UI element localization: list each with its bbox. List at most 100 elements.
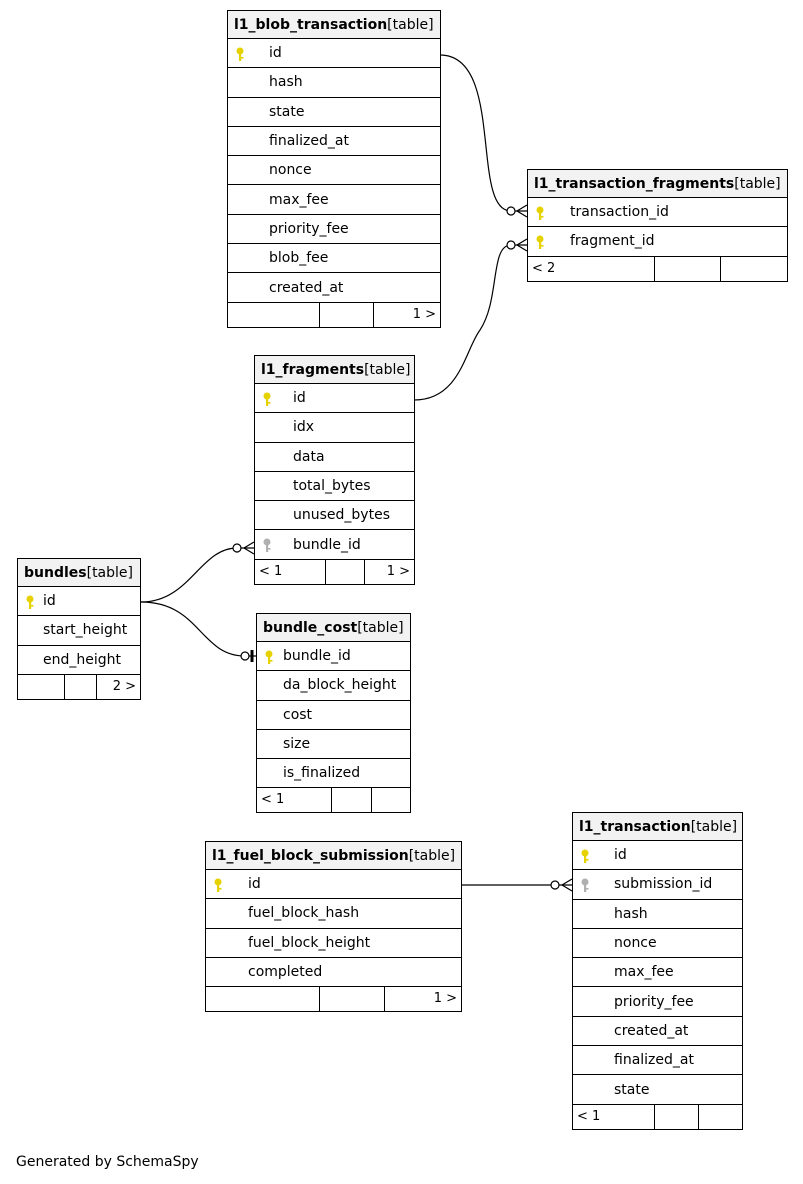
column-name: total_bytes xyxy=(293,478,371,495)
table-header: l1_fragments [table] xyxy=(255,356,414,384)
table-header: l1_blob_transaction [table] xyxy=(228,11,440,39)
column-row: state xyxy=(228,98,440,127)
table-name: bundle_cost xyxy=(263,619,358,636)
column-row: id xyxy=(573,841,742,871)
children-count: 1 > xyxy=(433,991,457,1007)
footer-spacer xyxy=(332,788,372,813)
primary-key-icon xyxy=(234,46,248,62)
column-name: fragment_id xyxy=(570,233,655,250)
column-name: id xyxy=(248,876,261,893)
column-name: id xyxy=(269,45,282,62)
column-name: size xyxy=(283,736,311,753)
column-row: submission_id xyxy=(573,870,742,900)
parents-count: < 1 xyxy=(255,559,326,584)
table-footer: 2 > xyxy=(18,674,140,699)
column-name: end_height xyxy=(43,651,121,668)
table-name: l1_transaction_fragments xyxy=(534,175,735,192)
table-header: l1_fuel_block_submission [table] xyxy=(206,842,461,870)
table-l1-blob-transaction[interactable]: l1_blob_transaction [table] id hash stat… xyxy=(227,10,441,328)
column-name: nonce xyxy=(614,935,657,952)
relation-blob-transaction-to-fragments xyxy=(439,54,527,212)
parents-count xyxy=(206,987,320,1012)
column-name: max_fee xyxy=(614,964,674,981)
column-name: finalized_at xyxy=(269,133,349,150)
table-l1-fuel-block-submission[interactable]: l1_fuel_block_submission [table] id fuel… xyxy=(205,841,462,1013)
table-l1-transaction-fragments[interactable]: l1_transaction_fragments [table] transac… xyxy=(527,169,788,282)
table-name: l1_fragments xyxy=(261,361,365,378)
foreign-key-icon xyxy=(579,877,593,893)
column-row: created_at xyxy=(228,273,440,303)
table-type-label: [table] xyxy=(86,564,133,581)
column-name: completed xyxy=(248,964,323,981)
table-footer: < 1 xyxy=(573,1104,742,1129)
table-name: bundles xyxy=(24,564,87,581)
table-type-label: [table] xyxy=(690,818,738,835)
column-row: bundle_id xyxy=(255,530,414,560)
column-row: da_block_height xyxy=(257,671,410,701)
footer-spacer xyxy=(65,674,97,699)
column-row: created_at xyxy=(573,1017,742,1047)
column-row: cost xyxy=(257,701,410,730)
generated-by-footer: Generated by SchemaSpy xyxy=(16,1154,199,1170)
column-name: fuel_block_hash xyxy=(248,905,360,922)
primary-key-icon xyxy=(534,234,548,250)
column-row: nonce xyxy=(228,156,440,186)
column-name: da_block_height xyxy=(283,677,397,694)
column-row: idx xyxy=(255,413,414,443)
footer-spacer xyxy=(320,302,374,327)
table-l1-transaction[interactable]: l1_transaction [table] id submission_id … xyxy=(572,812,743,1130)
parents-count: < 1 xyxy=(573,1104,655,1129)
column-row: nonce xyxy=(573,929,742,959)
column-name: nonce xyxy=(269,162,312,179)
footer-spacer xyxy=(320,987,385,1012)
column-name: id xyxy=(43,593,56,610)
column-name: data xyxy=(293,448,325,465)
column-row: start_height xyxy=(18,616,140,646)
column-row: completed xyxy=(206,958,461,988)
primary-key-icon xyxy=(24,594,38,610)
column-name: priority_fee xyxy=(614,993,694,1010)
column-name: finalized_at xyxy=(614,1052,694,1069)
table-header: bundle_cost [table] xyxy=(257,614,410,642)
parents-count: < 2 xyxy=(528,256,655,281)
column-row: blob_fee xyxy=(228,244,440,274)
table-type-label: [table] xyxy=(734,175,781,192)
column-row: state xyxy=(573,1075,742,1105)
table-header: l1_transaction [table] xyxy=(573,813,742,841)
primary-key-icon xyxy=(212,877,226,893)
relation-bundles-to-bundle-cost xyxy=(140,601,256,657)
table-header: l1_transaction_fragments [table] xyxy=(528,170,787,198)
column-row: priority_fee xyxy=(573,987,742,1017)
table-bundle-cost[interactable]: bundle_cost [table] bundle_id da_block_h… xyxy=(256,613,411,814)
column-name: state xyxy=(614,1081,650,1098)
column-row: fragment_id xyxy=(528,227,787,257)
parents-count xyxy=(228,302,320,327)
footer-spacer xyxy=(326,559,365,584)
table-footer: 1 > xyxy=(228,302,440,327)
column-row: transaction_id xyxy=(528,198,787,228)
table-bundles[interactable]: bundles [table] id start_height end_heig… xyxy=(17,558,141,700)
column-name: unused_bytes xyxy=(293,507,390,524)
table-l1-fragments[interactable]: l1_fragments [table] id idx data total_b… xyxy=(254,355,415,585)
table-footer: < 2 xyxy=(528,256,787,281)
table-footer: < 1 xyxy=(257,788,410,813)
column-row: total_bytes xyxy=(255,472,414,502)
relation-fragments-to-transaction-fragments xyxy=(413,244,527,401)
column-name: is_finalized xyxy=(283,765,361,782)
primary-key-icon xyxy=(263,649,277,665)
table-name: l1_transaction xyxy=(579,818,691,835)
column-name: state xyxy=(269,103,305,120)
column-name: idx xyxy=(293,419,315,436)
column-name: hash xyxy=(269,74,303,91)
children-count xyxy=(721,257,787,281)
column-row: max_fee xyxy=(228,185,440,215)
column-row: id xyxy=(18,587,140,617)
column-row: priority_fee xyxy=(228,215,440,245)
relation-bundles-to-fragments xyxy=(140,547,254,603)
column-row: finalized_at xyxy=(573,1046,742,1076)
column-name: id xyxy=(293,390,306,407)
column-name: fuel_block_height xyxy=(248,934,371,951)
children-count xyxy=(699,1105,742,1129)
column-name: hash xyxy=(614,905,648,922)
